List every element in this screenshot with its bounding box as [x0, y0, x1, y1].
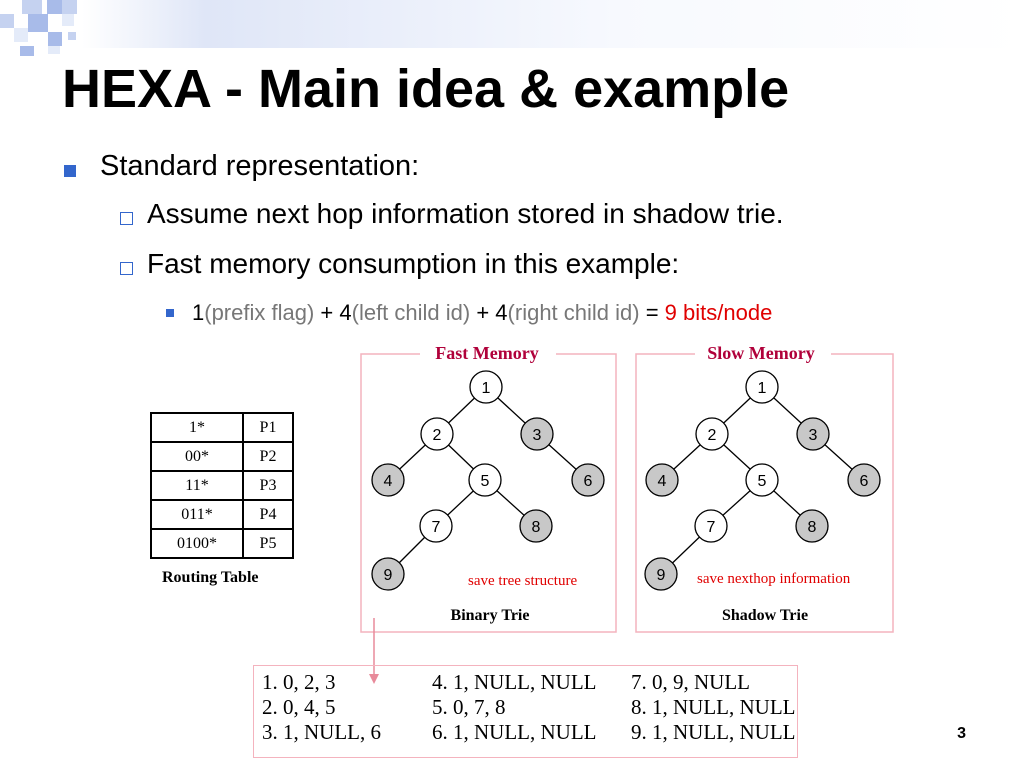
shadow-trie-title: Slow Memory	[707, 343, 814, 363]
trie-node	[468, 463, 502, 497]
sub-bullet-fast-memory: Fast memory consumption in this example:	[147, 248, 680, 279]
encoding-entry: 9. 1, NULL, NULL	[631, 720, 796, 744]
hop-cell: P5	[242, 528, 294, 559]
node-label: 7	[707, 519, 716, 536]
hop-cell: P2	[242, 441, 294, 472]
prefix-cell: 11*	[150, 470, 244, 501]
node-label: 8	[808, 519, 817, 536]
plus-sign: +	[470, 300, 496, 325]
routing-table-figure: 1*P1 00*P2 11*P3 011*P4 0100*P5 Routing …	[150, 412, 294, 587]
left-child-label: (left child id)	[351, 300, 471, 325]
table-row: 11*P3	[150, 470, 294, 501]
sub-bullet-assume: Assume next hop information stored in sh…	[147, 198, 784, 229]
node-label: 6	[584, 473, 593, 490]
trie-node	[571, 463, 605, 497]
trie-node	[694, 509, 728, 543]
node-label: 5	[758, 473, 767, 490]
binary-trie-title: Fast Memory	[435, 343, 538, 363]
trie-node	[371, 557, 405, 591]
encoding-entry: 5. 0, 7, 8	[432, 695, 506, 719]
prefix-cell: 1*	[150, 412, 244, 443]
bullet-standard-representation: Standard representation:	[100, 150, 420, 182]
routing-table-caption: Routing Table	[162, 569, 259, 586]
encoding-column: 7. 0, 9, NULL 8. 1, NULL, NULL 9. 1, NUL…	[631, 670, 795, 745]
prefix-cell: 0100*	[150, 528, 244, 559]
trie-node	[847, 463, 881, 497]
trie-node	[419, 509, 453, 543]
bullet-square-icon	[64, 165, 76, 177]
binary-trie-caption: Binary Trie	[451, 607, 530, 624]
node-label: 8	[532, 519, 541, 536]
trie-node	[469, 370, 503, 404]
shadow-trie-note: save nexthop information	[697, 571, 851, 587]
table-row: 00*P2	[150, 441, 294, 472]
hop-cell: P3	[242, 470, 294, 501]
binary-trie-panel: Fast Memory 1 2 3 4 5 6 7 8 9 save tree …	[360, 342, 617, 633]
encoding-entry: 1. 0, 2, 3	[262, 670, 336, 694]
trie-node	[371, 463, 405, 497]
trie-node	[645, 463, 679, 497]
node-label: 4	[658, 473, 667, 490]
trie-node	[745, 370, 779, 404]
node-label: 9	[657, 567, 666, 584]
trie-node	[644, 557, 678, 591]
fast-memory-encoding-box: 1. 0, 2, 3 2. 0, 4, 5 3. 1, NULL, 6 4. 1…	[253, 665, 798, 758]
equals-sign: =	[639, 300, 665, 325]
encoding-entry: 7. 0, 9, NULL	[631, 670, 750, 694]
trie-node	[420, 417, 454, 451]
plus-sign: +	[314, 300, 340, 325]
title-backdrop	[695, 342, 831, 364]
node-label: 3	[809, 427, 818, 444]
table-row: 0100*P5	[150, 528, 294, 559]
node-label: 2	[433, 427, 442, 444]
prefix-flag-bits: 1	[192, 300, 205, 325]
encoding-entry: 4. 1, NULL, NULL	[432, 670, 597, 694]
trie-node	[520, 417, 554, 451]
hollow-square-icon	[120, 212, 133, 225]
left-child-bits: 4	[339, 300, 352, 325]
shadow-trie-caption: Shadow Trie	[722, 607, 808, 624]
encoding-entry: 6. 1, NULL, NULL	[432, 720, 597, 744]
routing-table: 1*P1 00*P2 11*P3 011*P4 0100*P5	[150, 412, 294, 559]
node-label: 2	[708, 427, 717, 444]
encoding-column: 1. 0, 2, 3 2. 0, 4, 5 3. 1, NULL, 6	[262, 670, 381, 745]
hollow-square-icon	[120, 262, 133, 275]
prefix-cell: 00*	[150, 441, 244, 472]
encoding-entry: 3. 1, NULL, 6	[262, 720, 381, 744]
down-arrow-icon	[369, 618, 379, 684]
node-label: 3	[533, 427, 542, 444]
encoding-entry: 2. 0, 4, 5	[262, 695, 336, 719]
formula-result: 9 bits/node	[664, 300, 773, 325]
hop-cell: P4	[242, 499, 294, 530]
node-label: 1	[482, 380, 491, 397]
trie-node	[519, 509, 553, 543]
encoding-column: 4. 1, NULL, NULL 5. 0, 7, 8 6. 1, NULL, …	[432, 670, 596, 745]
small-square-icon	[166, 309, 174, 317]
node-label: 4	[384, 473, 393, 490]
shadow-trie-panel: Slow Memory 1 2 3 4 5 6 7 8 9 save nexth…	[635, 342, 894, 633]
trie-node	[695, 417, 729, 451]
table-row: 011*P4	[150, 499, 294, 530]
node-label: 7	[432, 519, 441, 536]
node-label: 5	[481, 473, 490, 490]
trie-node	[745, 463, 779, 497]
node-label: 1	[758, 380, 767, 397]
node-label: 6	[860, 473, 869, 490]
trie-node	[796, 417, 830, 451]
page-number: 3	[957, 725, 966, 742]
formula-line: 1(prefix flag) + 4(left child id) + 4(ri…	[192, 300, 772, 326]
prefix-flag-label: (prefix flag)	[204, 300, 315, 325]
encoding-entry: 8. 1, NULL, NULL	[631, 695, 796, 719]
trie-node	[795, 509, 829, 543]
node-label: 9	[384, 567, 393, 584]
right-child-label: (right child id)	[507, 300, 640, 325]
title-backdrop	[420, 342, 556, 364]
table-row: 1*P1	[150, 412, 294, 443]
hop-cell: P1	[242, 412, 294, 443]
binary-trie-note: save tree structure	[468, 573, 577, 589]
prefix-cell: 011*	[150, 499, 244, 530]
slide-title: HEXA - Main idea & example	[62, 59, 790, 119]
right-child-bits: 4	[495, 300, 508, 325]
